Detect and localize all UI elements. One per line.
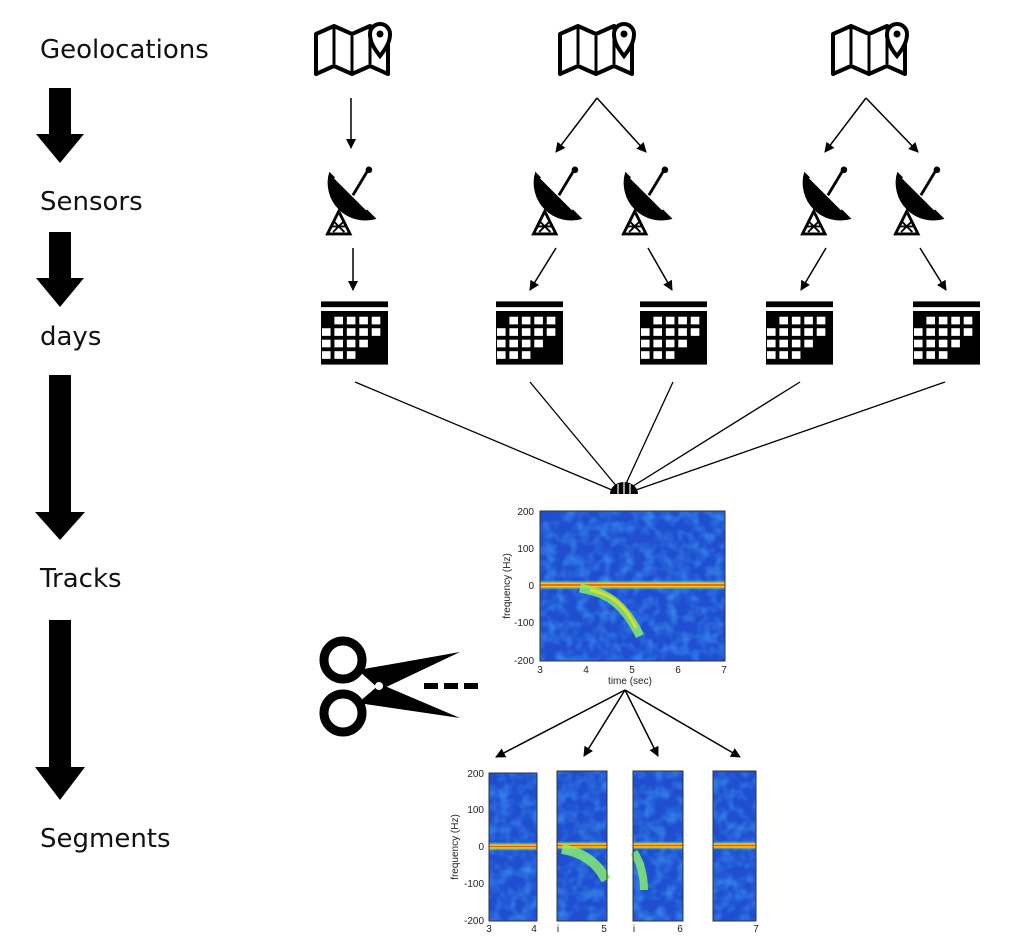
x-tick-label: 7 (721, 665, 727, 676)
map-pin-icon (314, 22, 392, 76)
satellite-dish-icon (893, 165, 946, 236)
y-tick-label: 200 (517, 507, 534, 518)
y-tick-label: -200 (464, 916, 484, 927)
satellite-dish-icon (800, 165, 853, 236)
track-spectrogram (539, 510, 726, 662)
y-tick-label: 100 (517, 544, 534, 555)
x-tick-label: 6 (677, 924, 683, 935)
x-tick-label: 4 (531, 924, 537, 935)
map-pin-icon (831, 22, 909, 76)
y-tick-label: 0 (528, 581, 534, 592)
y-tick-label: 0 (478, 842, 484, 853)
stage-label-days: days (40, 322, 102, 352)
map-pin-icon (558, 22, 636, 76)
segment-axes: 200 100 0 -100 -200 3 4 i 5 i 6 7 freque… (450, 769, 759, 935)
segment-spectrogram (712, 770, 757, 922)
calendar-icon (496, 301, 563, 365)
sensor-day-connectors (348, 247, 947, 291)
y-tick-label: 100 (467, 805, 484, 816)
x-axis-label: time (sec) (608, 676, 652, 687)
segment-spectrogram (556, 770, 611, 922)
y-tick-label: -200 (514, 656, 534, 667)
calendar-icon (766, 301, 833, 365)
satellite-dish-icon (325, 165, 378, 236)
x-tick-label: 4 (583, 665, 589, 676)
calendar-icon (640, 301, 707, 365)
track-axes: 200 100 0 -100 -200 3 4 5 6 7 time (sec)… (502, 507, 727, 687)
satellite-dish-icon (621, 165, 674, 236)
stage-arrow-3 (35, 375, 85, 540)
stage-label-geolocations: Geolocations (40, 35, 209, 65)
x-tick-label: 6 (675, 665, 681, 676)
stage-label-segments: Segments (40, 824, 171, 854)
y-tick-label: -100 (514, 618, 534, 629)
y-axis-label: frequency (Hz) (450, 814, 461, 880)
geo-sensor-connectors (346, 97, 919, 153)
day-track-connectors (354, 381, 946, 491)
stage-arrow-1 (36, 88, 84, 163)
track-segment-connectors (495, 689, 741, 758)
segment-spectrogram (630, 770, 684, 922)
x-tick-label: 3 (537, 665, 543, 676)
stage-label-tracks: Tracks (40, 564, 122, 594)
y-axis-label: frequency (Hz) (502, 553, 513, 619)
calendar-icon (913, 301, 980, 365)
satellite-dish-icon (531, 165, 584, 236)
scissors-icon (319, 636, 484, 737)
stage-arrow-2 (36, 232, 84, 307)
y-tick-label: -100 (464, 879, 484, 890)
stage-arrow-4 (35, 620, 85, 800)
y-tick-label: 200 (467, 769, 484, 780)
segment-spectrogram (488, 772, 538, 922)
calendar-icon (321, 301, 388, 365)
x-tick-label: i (633, 924, 635, 935)
x-tick-label: 3 (486, 924, 492, 935)
x-tick-label: i (557, 924, 559, 935)
x-tick-label: 5 (629, 665, 635, 676)
stage-label-sensors: Sensors (40, 187, 143, 217)
x-tick-label: 7 (753, 924, 759, 935)
x-tick-label: 5 (601, 924, 607, 935)
